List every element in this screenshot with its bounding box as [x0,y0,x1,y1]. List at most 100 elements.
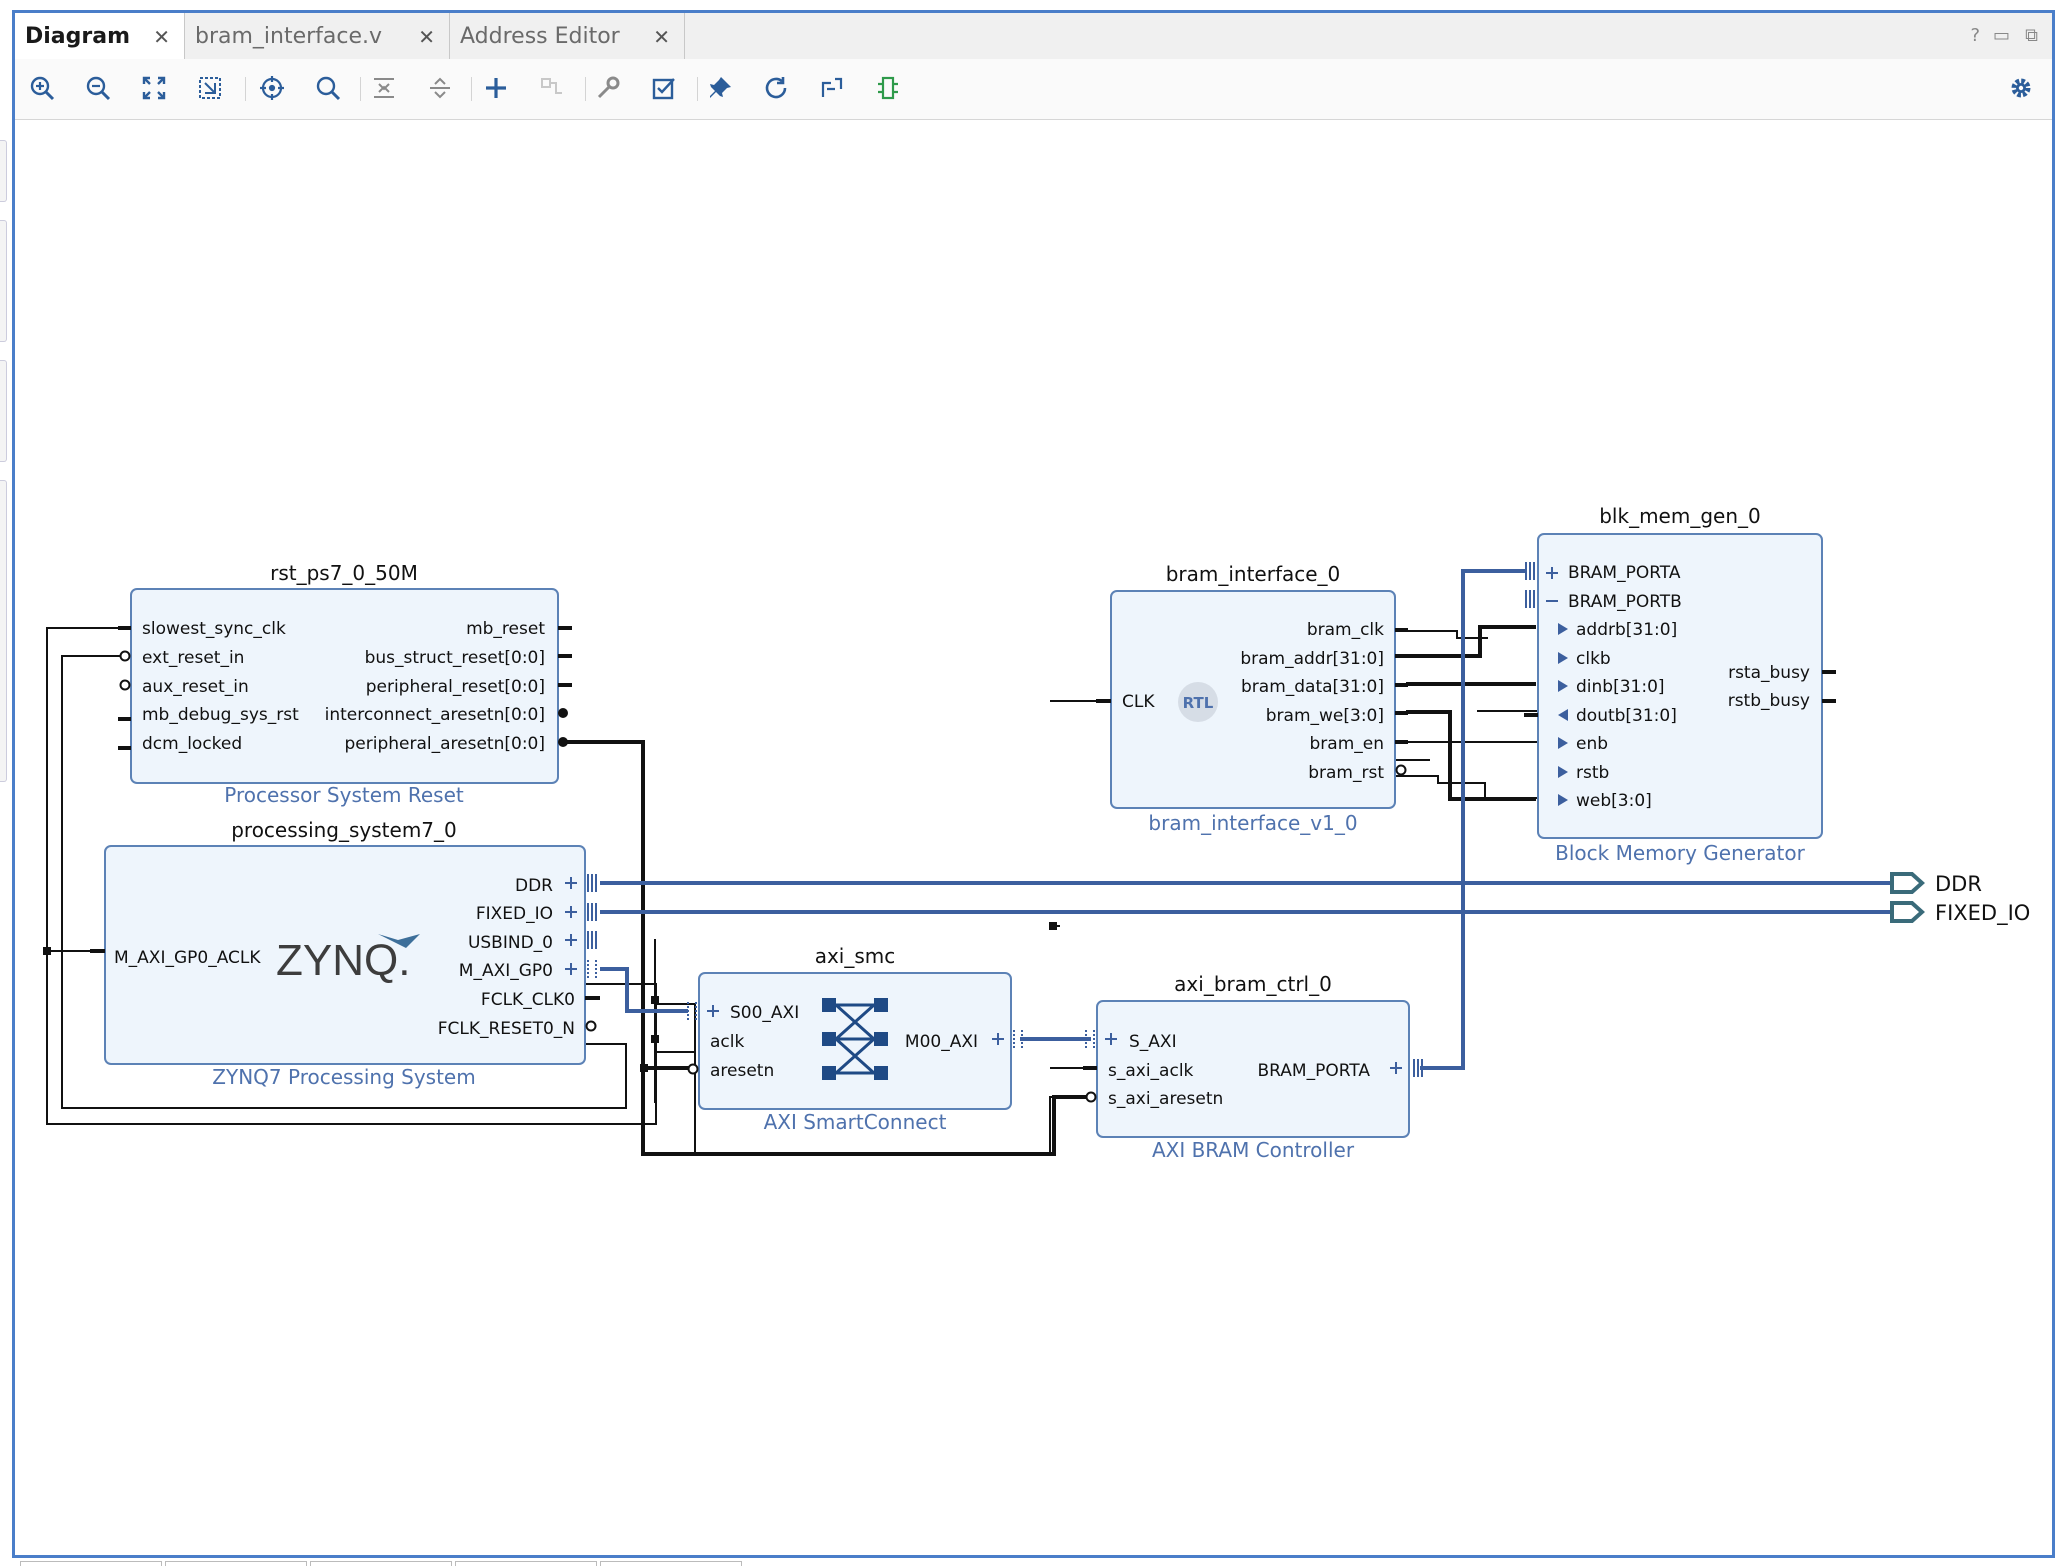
tab-bram-interface-v[interactable]: bram_interface.v ✕ [185,13,450,59]
help-icon[interactable]: ? [1970,25,1980,46]
smartconnect-icon [822,998,888,1080]
bottom-tab[interactable] [165,1561,307,1566]
pin-label: BRAM_PORTB [1568,592,1682,612]
close-icon[interactable]: ✕ [653,25,670,49]
block-ip-name: ZYNQ7 Processing System [212,1065,475,1089]
close-icon[interactable]: ✕ [153,25,170,49]
pin-label: slowest_sync_clk [142,619,286,639]
diagram-toolbar [15,59,2052,120]
pin-label: mb_reset [466,619,545,639]
tab-address-editor[interactable]: Address Editor ✕ [450,13,685,59]
block-bram-interface-0[interactable]: bram_interface_0 bram_interface_v1_0 RTL… [1096,562,1408,835]
autofit-icon[interactable] [255,71,289,105]
side-handle[interactable] [0,220,7,342]
external-port-fixed-io[interactable]: FIXED_IO [1890,901,2030,926]
close-icon[interactable]: ✕ [418,25,435,49]
customize-icon[interactable] [591,71,625,105]
pin-label: M00_AXI [905,1032,978,1052]
pin-label: ext_reset_in [142,648,244,668]
pin-label: FCLK_CLK0 [481,990,575,1010]
pin-label: aux_reset_in [142,677,249,697]
block-blk-mem-gen-0[interactable]: blk_mem_gen_0 Block Memory Generator BRA… [1524,504,1836,865]
pin-label: interconnect_aresetn[0:0] [325,705,545,725]
fit-selection-icon[interactable] [193,71,227,105]
pin-label: BRAM_PORTA [1258,1061,1371,1081]
side-handle[interactable] [0,140,7,202]
pin-label: M_AXI_GP0 [459,961,553,981]
search-icon[interactable] [311,71,345,105]
block-instance-name: bram_interface_0 [1166,562,1341,586]
block-rst-ps7-0-50m[interactable]: rst_ps7_0_50M Processor System Reset slo… [118,561,572,807]
tab-label: Address Editor [460,23,620,49]
pin-label: BRAM_PORTA [1568,563,1681,583]
port-label: FIXED_IO [1935,901,2030,926]
side-handle[interactable] [0,480,7,782]
zoom-out-icon[interactable] [81,71,115,105]
pin-label: peripheral_aresetn[0:0] [345,734,546,754]
block-ip-name: Processor System Reset [224,783,464,807]
block-ip-name: bram_interface_v1_0 [1148,811,1357,835]
pin-label: doutb[31:0] [1576,706,1677,726]
block-axi-smc[interactable]: axi_smc AXI SmartConnect S00_AXI aclk ar… [687,944,1023,1134]
pin-label: CLK [1122,692,1155,712]
add-ip-icon[interactable] [479,71,513,105]
pin-label: bram_we[3:0] [1266,706,1384,726]
port-arrow-icon [1890,872,1925,894]
pin-label: rstb_busy [1728,691,1810,711]
expand-all-icon[interactable] [423,71,457,105]
pin-label: s_axi_aresetn [1108,1089,1223,1109]
block-processing-system7-0[interactable]: processing_system7_0 ZYNQ7 Processing Sy… [90,818,600,1089]
block-ip-name: Block Memory Generator [1555,841,1805,865]
optimize-routing-icon[interactable] [871,71,905,105]
external-port-ddr[interactable]: DDR [1890,872,1982,896]
rtl-badge: RTL [1183,694,1214,712]
pin-label: s_axi_aclk [1108,1061,1194,1081]
zoom-in-icon[interactable] [25,71,59,105]
pin-label: USBIND_0 [468,933,553,953]
fit-view-icon[interactable] [137,71,171,105]
bottom-tab[interactable] [600,1561,742,1566]
pin-label: M_AXI_GP0_ACLK [114,948,261,968]
buses [600,569,1890,1070]
pin-icon[interactable] [703,71,737,105]
pin-label: dinb[31:0] [1576,677,1665,697]
pin-label: aclk [710,1032,744,1052]
block-instance-name: axi_smc [815,944,896,968]
tab-diagram[interactable]: Diagram ✕ [15,13,185,59]
float-icon[interactable]: ⧉ [2025,25,2038,46]
pin-label: clkb [1576,649,1611,669]
pin-label: S00_AXI [730,1003,799,1023]
thick-nets [565,625,1536,1156]
pin-label: enb [1576,734,1608,754]
validate-icon[interactable] [647,71,681,105]
zynq-logo-icon [378,934,420,948]
bottom-tab[interactable] [455,1561,597,1566]
tab-label: Diagram [25,23,131,49]
block-instance-name: blk_mem_gen_0 [1599,504,1761,528]
block-instance-name: rst_ps7_0_50M [270,561,418,585]
block-ip-name: AXI BRAM Controller [1152,1138,1355,1162]
block-axi-bram-ctrl-0[interactable]: axi_bram_ctrl_0 AXI BRAM Controller S_AX… [1083,972,1423,1162]
pin-label: bram_addr[31:0] [1240,649,1384,669]
pin-label: addrb[31:0] [1576,620,1677,640]
gear-icon[interactable] [2004,71,2038,105]
side-panel-handles [0,90,8,1560]
pin-label: bram_en [1310,734,1385,754]
tab-bar: Diagram ✕ bram_interface.v ✕ Address Edi… [15,13,2052,60]
pin-label: S_AXI [1129,1032,1177,1052]
collapse-all-icon[interactable] [367,71,401,105]
restore-icon[interactable]: ▭ [1992,25,2010,46]
bottom-tab[interactable] [310,1561,452,1566]
pin-label: peripheral_reset[0:0] [366,677,545,697]
bottom-tab[interactable] [20,1561,162,1566]
port-label: DDR [1935,872,1982,896]
pin-label: bram_rst [1308,763,1384,783]
refresh-icon[interactable] [759,71,793,105]
regenerate-layout-icon[interactable] [815,71,849,105]
block-instance-name: processing_system7_0 [231,818,457,842]
side-handle[interactable] [0,360,7,462]
zynq-logo: ZYNQ. [276,936,410,985]
make-connection-icon[interactable] [535,71,569,105]
pin-label: bus_struct_reset[0:0] [365,648,545,668]
